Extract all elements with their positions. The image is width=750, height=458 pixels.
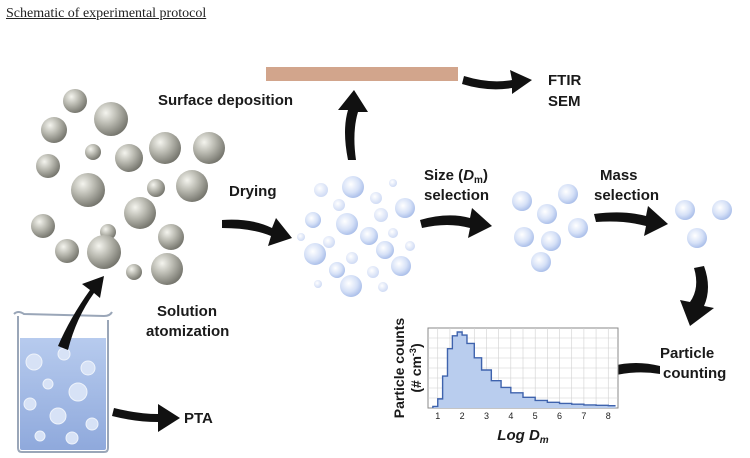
distribution-line: [432, 331, 616, 408]
beaker: [13, 311, 113, 453]
arrow-drying: [222, 218, 292, 246]
label-particle-counting-line1: Particle: [660, 345, 714, 362]
label-mass-selection-line1: Mass: [600, 167, 638, 184]
label-solution-atomization-line1: Solution: [157, 303, 217, 320]
arrow-atomization: [58, 276, 104, 350]
x-tick-label: 5: [533, 411, 538, 421]
y-axis-label-line2: (# cm-3): [408, 343, 424, 392]
label-particle-counting-line2: counting: [663, 365, 726, 382]
x-tick-label: 3: [484, 411, 489, 421]
arrow-mass-selection: [594, 206, 668, 236]
y-axis-label-line1: Particle counts: [391, 318, 407, 419]
x-tick-labels: 1 2 3 4 5 6 7 8: [435, 411, 611, 421]
size-selected-particles: [512, 184, 588, 272]
label-pta: PTA: [184, 410, 213, 427]
distribution-area: [432, 332, 616, 408]
dried-particles: [297, 176, 415, 297]
label-mass-selection-line2: selection: [594, 187, 659, 204]
label-size-selection-line2: selection: [424, 187, 489, 204]
x-tick-label: 6: [557, 411, 562, 421]
arrow-deposition: [338, 90, 368, 160]
arrow-pta: [112, 404, 180, 432]
label-surface-deposition: Surface deposition: [158, 92, 293, 109]
arrow-analysis: [462, 70, 532, 94]
arrow-size-selection: [420, 208, 492, 238]
deposition-substrate: [266, 67, 458, 81]
label-sem: SEM: [548, 93, 581, 110]
atomized-droplets: [31, 89, 225, 285]
x-axis-label: Log Dm: [497, 427, 549, 446]
label-drying: Drying: [229, 183, 277, 200]
mass-selected-particles: [675, 200, 732, 248]
x-tick-label: 4: [508, 411, 513, 421]
diagram-title: Schematic of experimental protocol: [6, 6, 207, 21]
x-tick-label: 8: [606, 411, 611, 421]
label-solution-atomization-line2: atomization: [146, 323, 229, 340]
label-ftir: FTIR: [548, 72, 581, 89]
arrow-to-counter: [680, 266, 714, 326]
x-tick-label: 7: [581, 411, 586, 421]
particle-size-distribution-chart: 1 2 3 4 5 6 7 8 Particle counts (# cm-3) Log Dm: [391, 318, 619, 446]
x-tick-label: 2: [460, 411, 465, 421]
label-size-selection: Size (Dm): [424, 167, 488, 186]
x-tick-label: 1: [435, 411, 440, 421]
